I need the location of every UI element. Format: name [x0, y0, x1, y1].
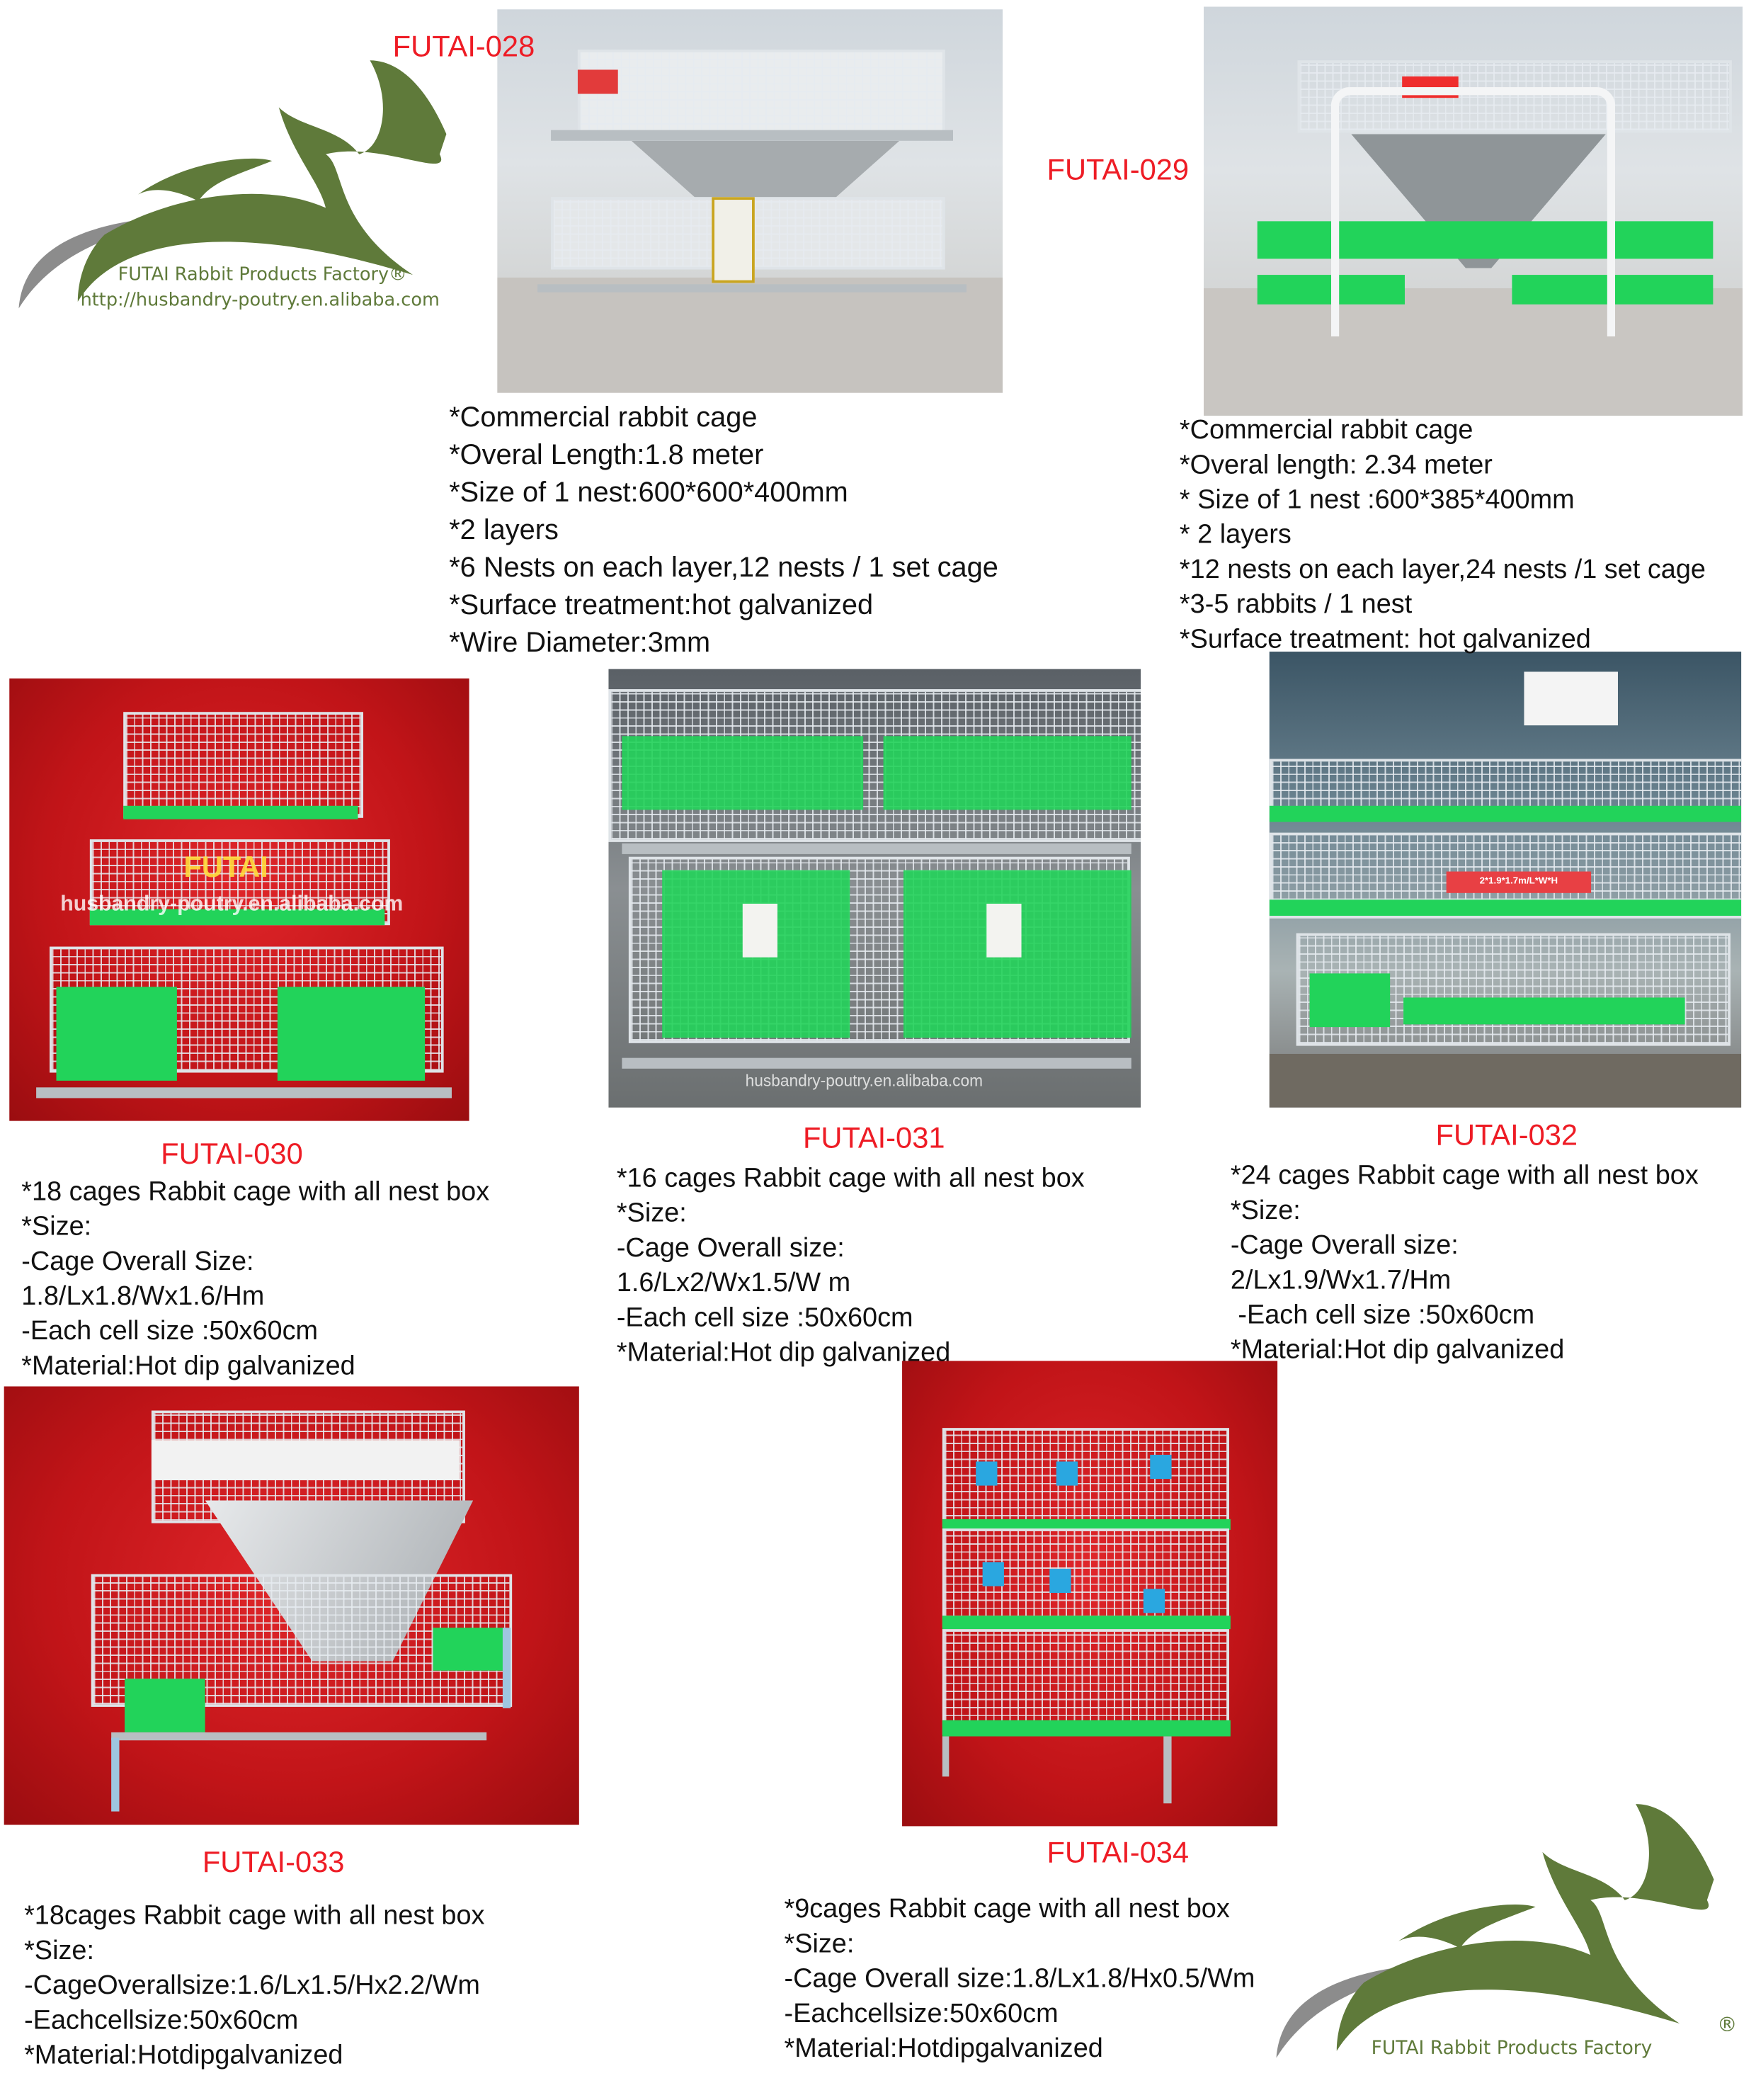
spec-line: *Size:	[21, 1212, 92, 1242]
product-photo-031: husbandry-poutry.en.alibaba.com	[608, 669, 1141, 1108]
futai-logo-bottom: FUTAI Rabbit Products Factory ®	[1267, 1776, 1750, 2071]
futai-logo-top: FUTAI Rabbit Products Factory® http://hu…	[11, 33, 467, 322]
spec-line: *Material:Hot dip galvanized	[21, 1351, 355, 1381]
spec-line: *16 cages Rabbit cage with all nest box	[616, 1164, 1085, 1193]
spec-line: *Overal Length:1.8 meter	[449, 439, 764, 471]
spec-line: *Size:	[24, 1936, 94, 1966]
product-photo-034	[902, 1361, 1278, 1827]
spec-line: *Material:Hotdipgalvanized	[784, 2033, 1103, 2064]
spec-line: -CageOverallsize:1.6/Lx1.5/Hx2.2/Wm	[24, 1970, 480, 2001]
spec-line: *Material:Hotdipgalvanized	[24, 2041, 343, 2070]
spec-line: *18 cages Rabbit cage with all nest box	[21, 1177, 490, 1207]
spec-line: *Commercial rabbit cage	[449, 402, 758, 433]
spec-line: -Cage Overall Size:	[21, 1247, 254, 1277]
product-code-029: FUTAI-029	[1047, 152, 1190, 187]
spec-line: -Eachcellsize:50x60cm	[24, 2006, 299, 2036]
spec-line: *Overal length: 2.34 meter	[1179, 450, 1493, 480]
spec-line: -Cage Overall size:1.8/Lx1.8/Hx0.5/Wm	[784, 1964, 1255, 1994]
spec-line: *Surface treatment: hot galvanized	[1179, 625, 1591, 654]
product-code-032: FUTAI-032	[1435, 1118, 1578, 1152]
product-code-034: FUTAI-034	[1047, 1835, 1190, 1869]
spec-line: *Surface treatment:hot galvanized	[449, 589, 874, 621]
spec-line: *Size:	[1230, 1196, 1301, 1226]
product-specs-032: *24 cages Rabbit cage with all nest box …	[1231, 1159, 1699, 1368]
photo-watermark-brand: FUTAI	[183, 850, 268, 884]
spec-line: * 2 layers	[1179, 520, 1292, 550]
spec-line: *Wire Diameter:3mm	[449, 627, 711, 659]
spec-line: -Each cell size :50x60cm	[1230, 1300, 1535, 1330]
spec-line: -Cage Overall size:	[616, 1233, 845, 1264]
photo-size-tag: 2*1.9*1.7m/L*W*H	[1446, 871, 1592, 893]
spec-line: *Size:	[784, 1929, 855, 1959]
spec-line: *Material:Hot dip galvanized	[1230, 1335, 1565, 1366]
spec-line: *Size:	[616, 1198, 687, 1229]
spec-line: *18cages Rabbit cage with all nest box	[24, 1901, 485, 1931]
spec-line: -Cage Overall size:	[1230, 1230, 1459, 1261]
product-specs-033: *18cages Rabbit cage with all nest box *…	[24, 1899, 484, 2073]
rabbit-logo-icon	[18, 60, 447, 309]
photo-watermark: husbandry-poutry.en.alibaba.com	[745, 1071, 984, 1091]
logo-brand-text: FUTAI Rabbit Products Factory®	[118, 263, 407, 286]
product-specs-030: *18 cages Rabbit cage with all nest box …	[21, 1174, 489, 1383]
spec-line: *6 Nests on each layer,12 nests / 1 set …	[449, 552, 998, 584]
spec-line: 2/Lx1.9/Wx1.7/Hm	[1230, 1266, 1452, 1295]
spec-line: *24 cages Rabbit cage with all nest box	[1230, 1161, 1699, 1191]
spec-line: -Eachcellsize:50x60cm	[784, 1999, 1059, 2029]
product-code-028: FUTAI-028	[392, 29, 535, 63]
product-specs-029: *Commercial rabbit cage *Overal length: …	[1180, 413, 1706, 657]
spec-line: *12 nests on each layer,24 nests /1 set …	[1179, 555, 1706, 585]
product-photo-030: FUTAI husbandry-poutry.en.alibaba.com	[9, 678, 469, 1121]
product-code-030: FUTAI-030	[161, 1137, 303, 1171]
spec-line: -Each cell size :50x60cm	[616, 1303, 913, 1333]
spec-line: *3-5 rabbits / 1 nest	[1179, 589, 1413, 620]
product-photo-029	[1204, 6, 1743, 416]
product-photo-033	[4, 1386, 579, 1825]
spec-line: *Size of 1 nest:600*600*400mm	[449, 477, 848, 509]
spec-line: *Material:Hot dip galvanized	[616, 1338, 951, 1368]
spec-line: 1.8/Lx1.8/Wx1.6/Hm	[21, 1281, 265, 1312]
spec-line: * Size of 1 nest :600*385*400mm	[1179, 485, 1575, 515]
photo-watermark: husbandry-poutry.en.alibaba.com	[60, 892, 404, 916]
spec-line: *Commercial rabbit cage	[1179, 415, 1473, 445]
rabbit-logo-icon	[1276, 1804, 1714, 2058]
product-specs-028: *Commercial rabbit cage *Overal Length:1…	[449, 399, 998, 662]
product-photo-032: 2*1.9*1.7m/L*W*H	[1269, 652, 1742, 1108]
product-photo-028	[497, 9, 1003, 393]
logo-url-text: http://husbandry-poutry.en.alibaba.com	[80, 289, 440, 312]
product-code-031: FUTAI-031	[802, 1120, 945, 1154]
registered-mark: ®	[1717, 2012, 1738, 2037]
spec-line: -Each cell size :50x60cm	[21, 1317, 319, 1346]
spec-line: *9cages Rabbit cage with all nest box	[784, 1894, 1230, 1924]
spec-line: *2 layers	[449, 514, 559, 546]
product-specs-031: *16 cages Rabbit cage with all nest box …	[617, 1161, 1085, 1370]
product-specs-034: *9cages Rabbit cage with all nest box *S…	[784, 1892, 1255, 2066]
spec-line: 1.6/Lx2/Wx1.5/W m	[616, 1268, 851, 1298]
logo-brand-text: FUTAI Rabbit Products Factory	[1371, 2038, 1653, 2060]
product-code-033: FUTAI-033	[202, 1844, 345, 1879]
